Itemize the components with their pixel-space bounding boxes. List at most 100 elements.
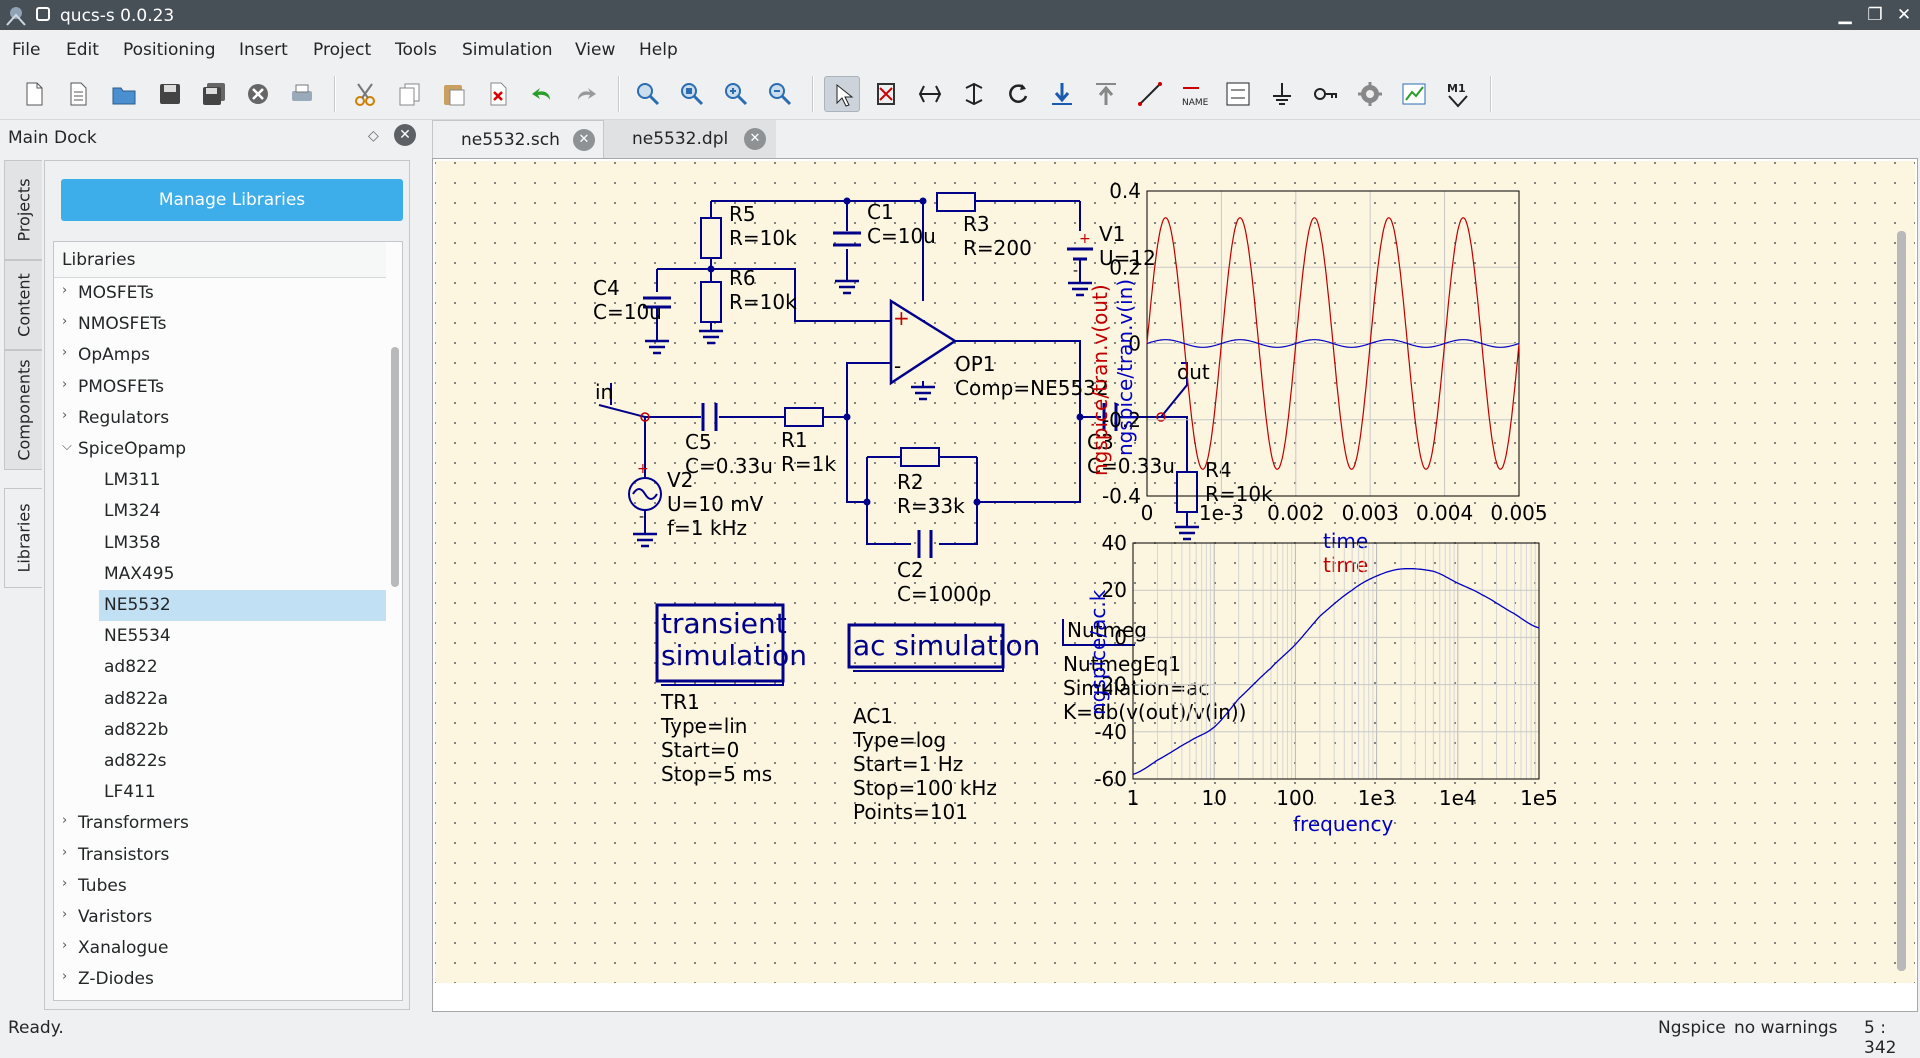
chevron-right-icon[interactable]: ›	[62, 907, 68, 922]
tree-item[interactable]: ›NMOSFETs	[54, 309, 386, 340]
tree-item[interactable]: ad822b	[54, 715, 386, 746]
tree-item[interactable]: NE5532	[99, 590, 386, 621]
enter-subcircuit-icon[interactable]	[1044, 76, 1080, 112]
chevron-right-icon[interactable]: ›	[62, 345, 68, 361]
tree-item[interactable]: LM358	[54, 528, 386, 559]
tab-projects[interactable]: Projects	[4, 160, 42, 260]
deactivate-icon[interactable]	[868, 76, 904, 112]
rotate-icon[interactable]	[1000, 76, 1036, 112]
chevron-right-icon[interactable]: ›	[62, 407, 68, 423]
menu-insert[interactable]: Insert	[239, 40, 288, 60]
tree-item[interactable]: LM324	[54, 496, 386, 527]
ground-icon[interactable]	[1264, 76, 1300, 112]
menu-edit[interactable]: Edit	[66, 40, 99, 60]
new-text-icon[interactable]	[60, 76, 96, 112]
view-all-icon[interactable]	[630, 76, 666, 112]
port-icon[interactable]	[1308, 76, 1344, 112]
tree-item[interactable]: ›OpAmps	[54, 340, 386, 371]
leave-subcircuit-icon[interactable]	[1088, 76, 1124, 112]
cut-icon[interactable]	[348, 76, 384, 112]
tree-item[interactable]: ⌵SpiceOpamp	[54, 434, 386, 465]
copy-icon[interactable]	[392, 76, 428, 112]
close-tab-icon[interactable]: ✕	[744, 128, 766, 150]
tree-item[interactable]: ›Xanalogue	[54, 933, 386, 964]
tree-item[interactable]: ›Transformers	[54, 808, 386, 839]
close-tab-icon[interactable]: ✕	[573, 129, 595, 151]
schematic-svg[interactable]: + - + - + - R5 R=10k C1 C=10u R3 R=200 V…	[435, 161, 1915, 983]
chevron-right-icon[interactable]: ›	[62, 969, 68, 985]
new-file-icon[interactable]	[16, 76, 52, 112]
tree-item[interactable]: ›Varistors	[54, 902, 386, 933]
nutmeg-block[interactable]: Nutmeg NutmegEq1 Simulation=ac K=db(v(ou…	[1062, 618, 1246, 724]
save-all-icon[interactable]	[196, 76, 232, 112]
dock-close-icon[interactable]: ✕	[394, 124, 416, 146]
chevron-right-icon[interactable]: ›	[62, 376, 68, 392]
close-window-button[interactable]: ✕	[1896, 5, 1912, 25]
tree-item[interactable]: NE5534	[54, 621, 386, 652]
menu-tools[interactable]: Tools	[395, 40, 437, 60]
tab-libraries[interactable]: Libraries	[4, 488, 42, 588]
ac-sim-block[interactable]: ac simulation AC1 Type=log Start=1 Hz St…	[847, 623, 1040, 824]
transient-sim-block[interactable]: transient simulation TR1 Type=lin Start=…	[655, 603, 807, 786]
wire-label-icon[interactable]: NAME	[1176, 76, 1212, 112]
tree-item[interactable]: LF411	[54, 777, 386, 808]
tab-ne5532-dpl[interactable]: ne5532.dpl ✕	[604, 120, 776, 158]
chevron-right-icon[interactable]: ›	[62, 283, 68, 298]
select-icon[interactable]	[824, 76, 860, 112]
chevron-right-icon[interactable]: ›	[62, 813, 68, 829]
print-icon[interactable]	[284, 76, 320, 112]
open-icon[interactable]	[106, 76, 142, 112]
chevron-right-icon[interactable]: ›	[62, 875, 68, 891]
chevron-right-icon[interactable]: ›	[62, 938, 68, 954]
menu-view[interactable]: View	[575, 40, 616, 60]
tree-item[interactable]: ad822s	[54, 746, 386, 777]
marker-icon[interactable]: M1	[1440, 76, 1476, 112]
save-icon[interactable]	[152, 76, 188, 112]
mirror-y-icon[interactable]	[956, 76, 992, 112]
maximize-button[interactable]: ❐	[1867, 5, 1883, 25]
tree-item[interactable]: ›Tubes	[54, 871, 386, 902]
schematic-view[interactable]: + - + - + - R5 R=10k C1 C=10u R3 R=200 V…	[432, 158, 1918, 1012]
tree-item[interactable]: ad822a	[54, 684, 386, 715]
zoom-out-icon[interactable]	[762, 76, 798, 112]
menu-help[interactable]: Help	[639, 40, 678, 60]
tree-item[interactable]: ›Regulators	[54, 403, 386, 434]
library-tree[interactable]: Libraries ›MOSFETs›NMOSFETs›OpAmps›PMOSF…	[53, 241, 403, 1001]
mirror-x-icon[interactable]	[912, 76, 948, 112]
tab-ne5532-sch[interactable]: ne5532.sch ✕	[432, 120, 604, 158]
chevron-down-icon[interactable]: ⌵	[62, 439, 72, 454]
tree-scrollbar[interactable]	[391, 347, 399, 587]
tree-item[interactable]: ›Transistors	[54, 840, 386, 871]
menu-file[interactable]: File	[12, 40, 41, 60]
menu-project[interactable]: Project	[313, 40, 372, 60]
tree-item[interactable]: ›MOSFETs	[54, 278, 386, 309]
schematic-canvas[interactable]: + - + - + - R5 R=10k C1 C=10u R3 R=200 V…	[435, 161, 1915, 983]
tree-item[interactable]: MAX495	[54, 559, 386, 590]
delete-icon[interactable]	[480, 76, 516, 112]
tab-components[interactable]: Components	[4, 350, 42, 470]
zoom-in-icon[interactable]	[718, 76, 754, 112]
chevron-right-icon[interactable]: ›	[62, 314, 68, 330]
undo-icon[interactable]	[524, 76, 560, 112]
wire-icon[interactable]	[1132, 76, 1168, 112]
vertical-scrollbar[interactable]	[1897, 231, 1906, 971]
equation-icon[interactable]	[1220, 76, 1256, 112]
redo-icon[interactable]	[568, 76, 604, 112]
simulate-icon[interactable]	[1352, 76, 1388, 112]
tree-item[interactable]: LM311	[54, 465, 386, 496]
minimize-button[interactable]: ▁	[1838, 5, 1852, 25]
view-data-icon[interactable]	[1396, 76, 1432, 112]
pin-icon[interactable]	[36, 7, 50, 21]
tab-content[interactable]: Content	[4, 260, 42, 350]
close-file-icon[interactable]	[240, 76, 276, 112]
menu-positioning[interactable]: Positioning	[123, 40, 216, 60]
paste-icon[interactable]	[436, 76, 472, 112]
tree-item[interactable]: ›Z-Diodes	[54, 964, 386, 995]
tree-item[interactable]: ›PMOSFETs	[54, 372, 386, 403]
menu-simulation[interactable]: Simulation	[462, 40, 553, 60]
manage-libraries-button[interactable]: Manage Libraries	[61, 179, 403, 221]
dock-float-icon[interactable]: ◇	[368, 128, 379, 144]
chevron-right-icon[interactable]: ›	[62, 844, 68, 860]
